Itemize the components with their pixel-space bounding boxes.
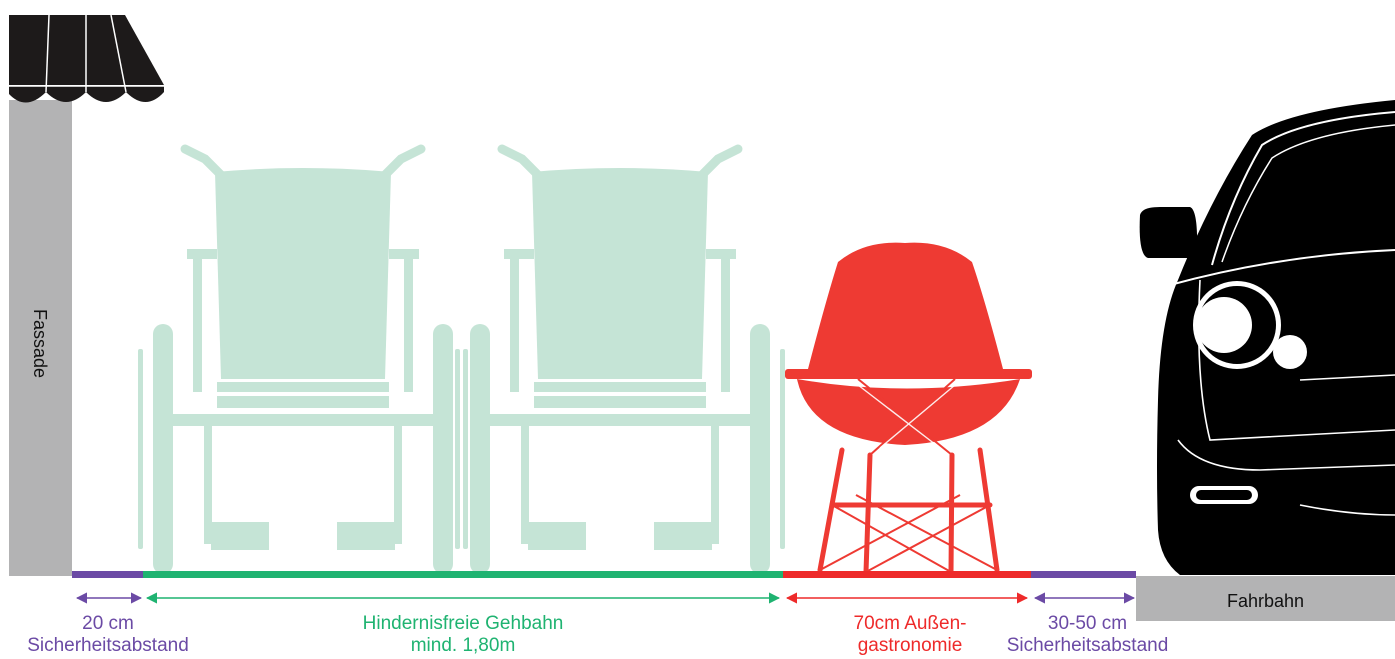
gastro-label-line1: 70cm Außen- [820, 613, 1000, 635]
chair-icon [785, 243, 1032, 572]
wheelchair-icon [455, 149, 785, 574]
gastro-label: 70cm Außen- gastronomie [820, 613, 1000, 657]
gastro-label-line2: gastronomie [820, 635, 1000, 657]
wheelchair-icon [138, 149, 468, 574]
awning-icon [9, 15, 164, 103]
facade-label: Fassade [9, 110, 71, 576]
car-icon [1140, 100, 1395, 575]
safety-right-label-line2: Sicherheitsabstand [985, 635, 1190, 657]
walkway-label: Hindernisfreie Gehbahn mind. 1,80m [313, 613, 613, 657]
safety-left-label: 20 cm Sicherheitsabstand [0, 613, 216, 657]
safety-left-label-line1: 20 cm [0, 613, 216, 635]
safety-left-label-line2: Sicherheitsabstand [0, 635, 216, 657]
gastro-zone-bar [783, 571, 1031, 578]
safety-right-label-line1: 30-50 cm [985, 613, 1190, 635]
safety-zone-left-bar [72, 571, 143, 578]
safety-zone-right-bar [1031, 571, 1136, 578]
facade-label-text: Fassade [30, 308, 51, 377]
walkway-zone-bar [143, 571, 783, 578]
safety-right-label: 30-50 cm Sicherheitsabstand [985, 613, 1190, 657]
walkway-label-line1: Hindernisfreie Gehbahn [313, 613, 613, 635]
walkway-label-line2: mind. 1,80m [313, 635, 613, 657]
